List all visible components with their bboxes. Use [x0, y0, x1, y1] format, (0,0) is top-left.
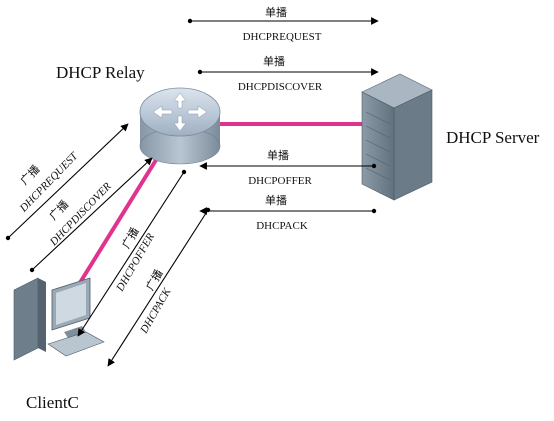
client-computer-icon — [13, 277, 105, 361]
arrow-client-relay-2 — [31, 157, 153, 271]
arrow-client-relay-1 — [7, 123, 129, 239]
server-icon — [361, 73, 433, 201]
msg-name-relay-server-3: DHCPOFFER — [248, 175, 312, 187]
router-icon — [139, 87, 221, 165]
msg-name-relay-server-4: DHCPACK — [256, 220, 308, 232]
arrow-client-relay-3 — [77, 171, 185, 337]
msg-mode-relay-server-1: 单播 — [265, 5, 287, 19]
msg-mode-relay-server-3: 单播 — [267, 148, 289, 162]
client-label: ClientC — [26, 393, 79, 412]
relay-label: DHCP Relay — [56, 63, 145, 82]
relay-server-messages: 单播 DHCPREQUEST 单播 DHCPDISCOVER 单播 DHCPOF… — [187, 5, 379, 232]
msg-name-relay-server-2: DHCPDISCOVER — [238, 81, 323, 93]
server-label: DHCP Server — [446, 128, 540, 147]
msg-name-relay-server-1: DHCPREQUEST — [243, 31, 322, 43]
arrow-client-relay-4 — [107, 209, 209, 367]
msg-mode-relay-server-4: 单播 — [265, 193, 287, 207]
msg-mode-relay-server-2: 单播 — [263, 54, 285, 68]
link-relay-client — [66, 158, 158, 304]
